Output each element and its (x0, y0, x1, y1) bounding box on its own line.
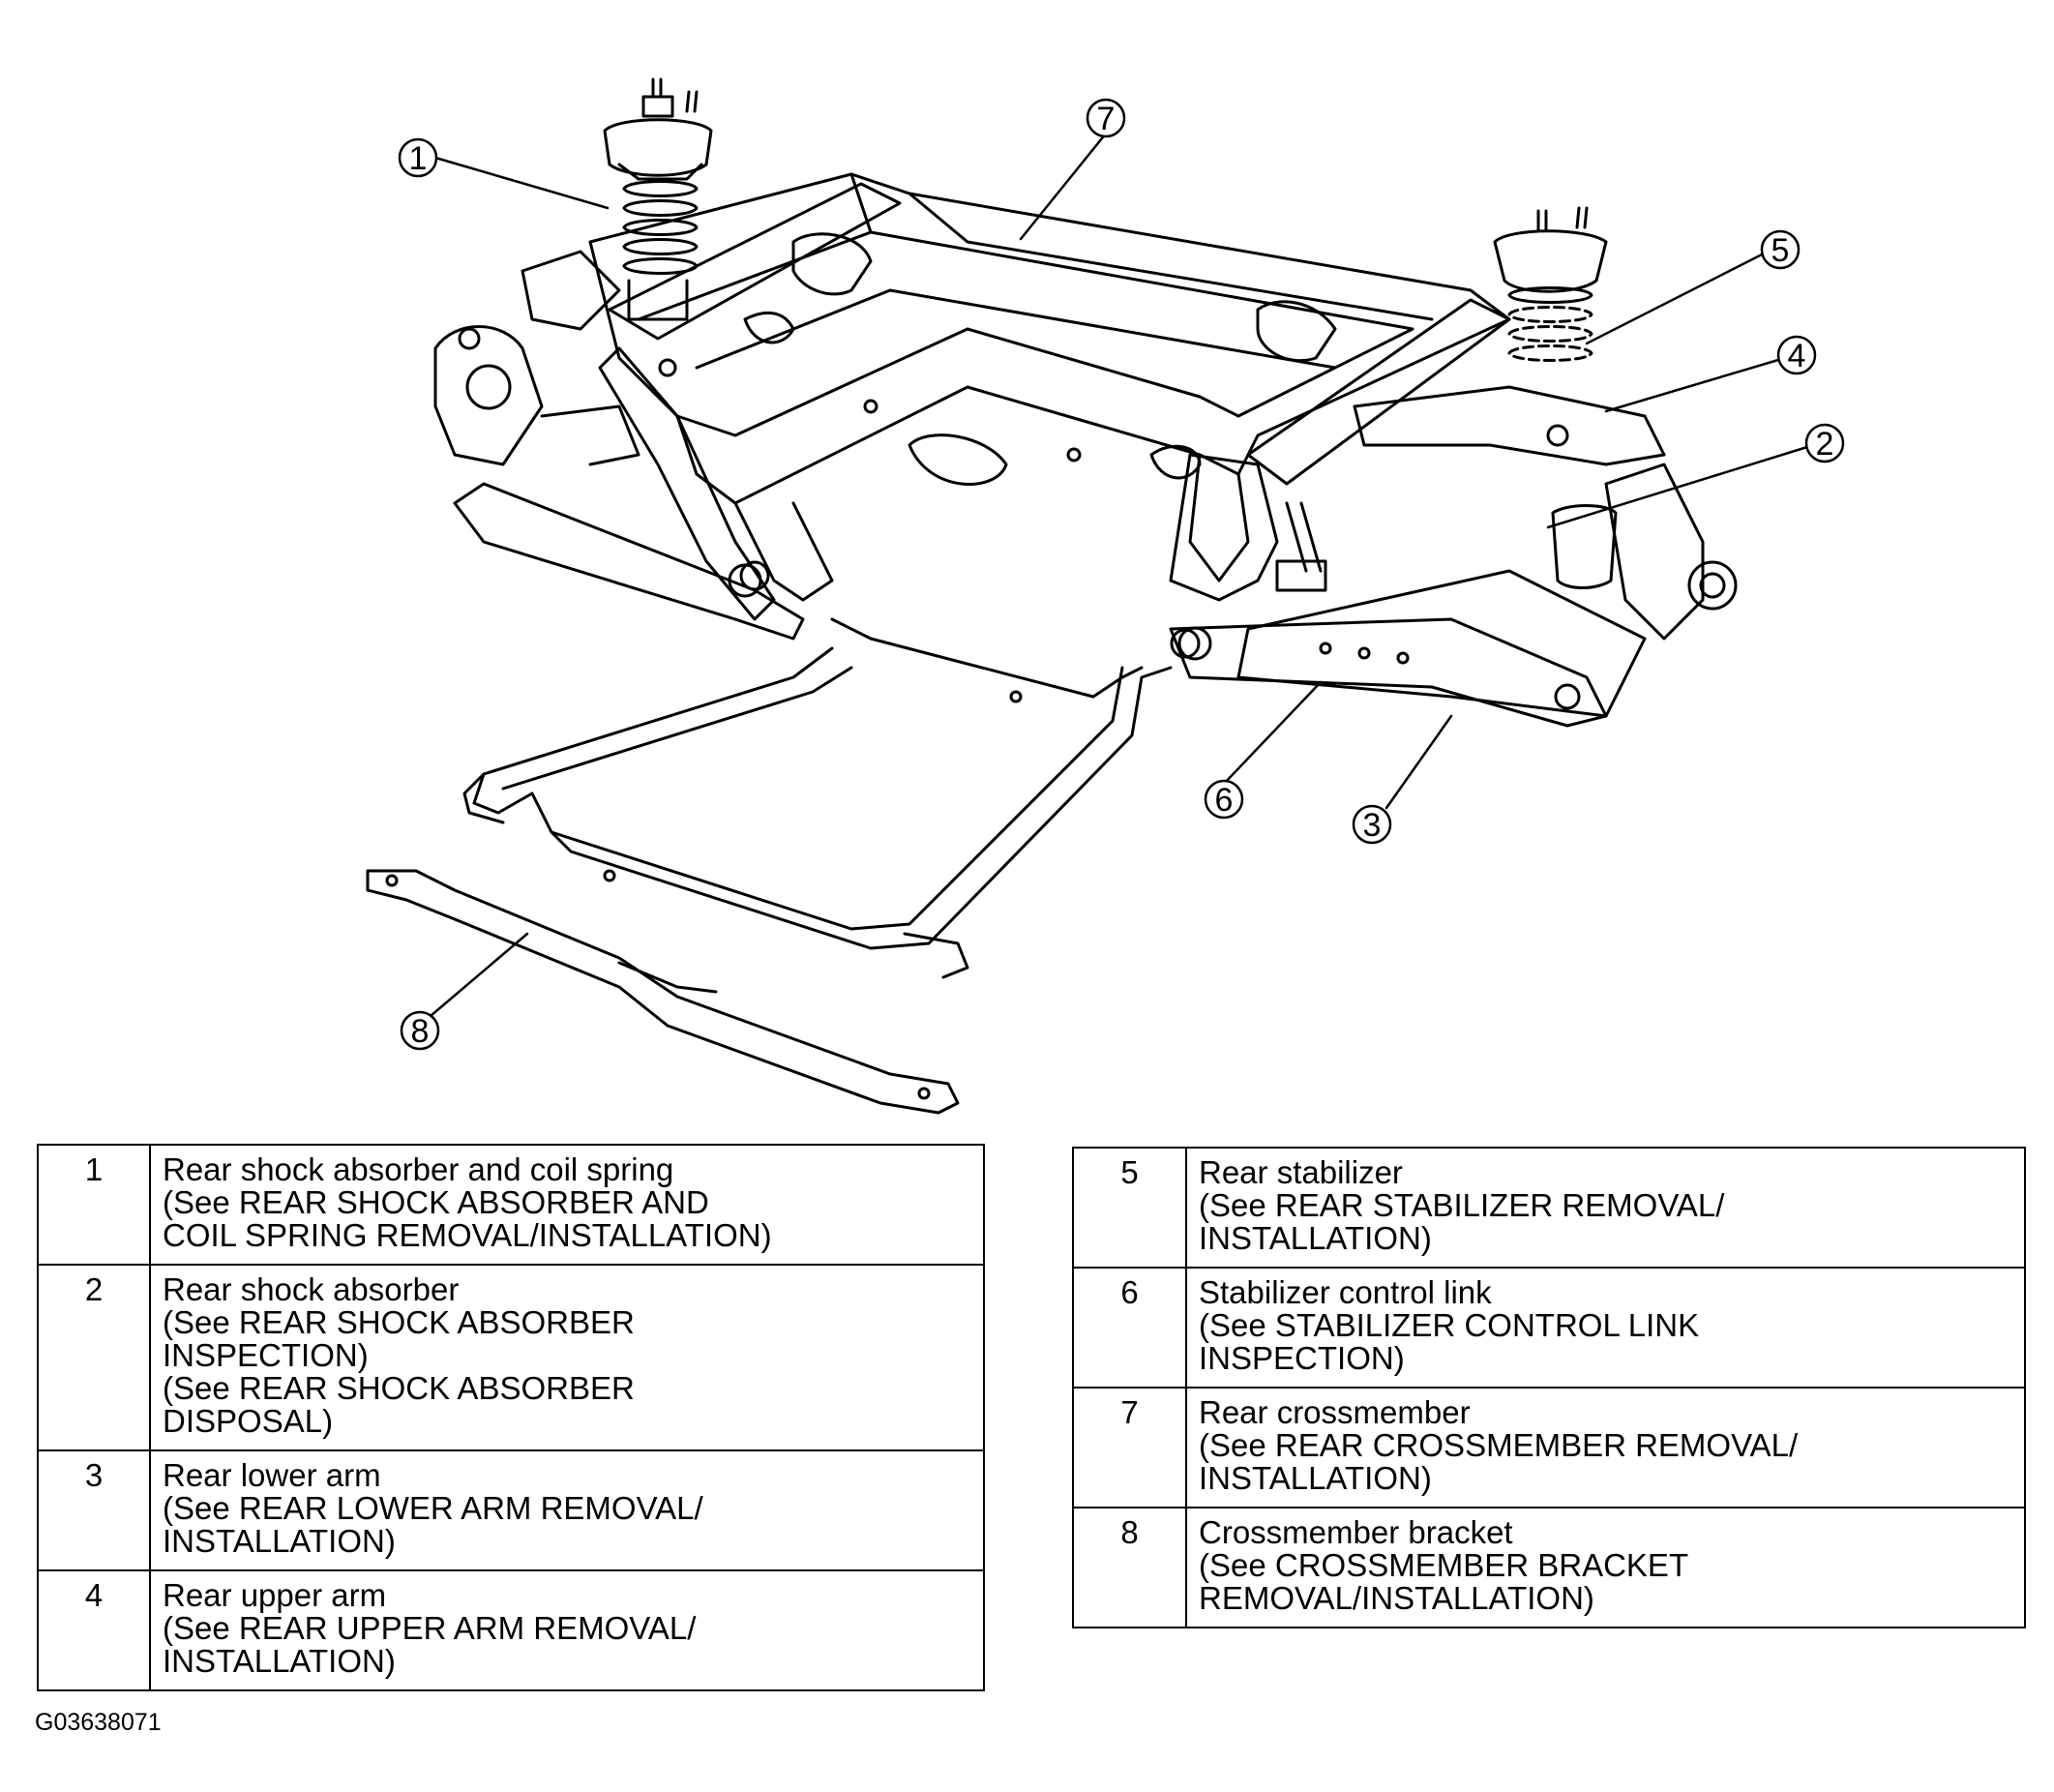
callout-3: 3 (1352, 804, 1392, 845)
callout-7-label: 7 (1097, 101, 1116, 137)
part-description-line: Rear stabilizer (1199, 1154, 1403, 1190)
rear-lower-arm (1236, 569, 1647, 718)
part-description-line: (See CROSSMEMBER BRACKET (1199, 1547, 1689, 1583)
rear-stabilizer-bar (462, 617, 1173, 979)
part-description-line: REMOVAL/INSTALLATION) (1199, 1580, 1594, 1616)
part-description-line: (See REAR UPPER ARM REMOVAL/ (163, 1610, 697, 1646)
part-description-line: Rear lower arm (163, 1457, 381, 1493)
part-description-line: Rear shock absorber (163, 1271, 460, 1307)
part-description-line: INSTALLATION) (1199, 1220, 1432, 1256)
part-description: Rear lower arm(See REAR LOWER ARM REMOVA… (149, 1449, 985, 1571)
rear-upper-arm (1353, 385, 1666, 466)
callout-4-label: 4 (1788, 338, 1806, 374)
part-description-line: DISPOSAL) (163, 1403, 334, 1439)
callout-1-label: 1 (409, 140, 428, 177)
callout-3-label: 3 (1363, 807, 1382, 844)
callout-6-label: 6 (1215, 782, 1234, 819)
part-number: 2 (37, 1264, 151, 1451)
callout-7: 7 (1086, 98, 1126, 138)
rear-crossmember (588, 172, 1511, 659)
right-shock-absorber (1493, 206, 1618, 589)
rear-shock-absorber-and-coil-spring (603, 77, 713, 321)
left-knuckle (433, 250, 640, 466)
part-number: 1 (37, 1144, 151, 1266)
callout-2-label: 2 (1816, 426, 1834, 463)
suspension-exploded-drawing: 1 7 5 4 2 6 3 8 (366, 77, 1845, 1115)
part-description-line: INSTALLATION) (1199, 1460, 1432, 1496)
callout-8-label: 8 (411, 1013, 430, 1050)
right-side-rail (1169, 298, 1608, 728)
part-number: 4 (37, 1569, 151, 1691)
part-description-line: Rear crossmember (1199, 1394, 1471, 1430)
part-number: 5 (1072, 1147, 1187, 1269)
part-number: 7 (1072, 1387, 1187, 1508)
crossmember-bracket (366, 869, 960, 1115)
part-description: Rear shock absorber and coil spring(See … (149, 1144, 985, 1266)
figure-code: G03638071 (35, 1709, 162, 1736)
part-description-line: INSPECTION) (163, 1337, 369, 1373)
left-side-rail (453, 182, 902, 641)
part-description-line: (See REAR SHOCK ABSORBER (163, 1370, 635, 1406)
leader-lines (429, 132, 1809, 1018)
part-number: 6 (1072, 1267, 1187, 1389)
right-knuckle (1604, 463, 1738, 641)
part-description-line: COIL SPRING REMOVAL/INSTALLATION) (163, 1217, 772, 1253)
part-description-line: (See REAR LOWER ARM REMOVAL/ (163, 1490, 703, 1526)
callout-1: 1 (398, 137, 438, 178)
part-description-line: INSPECTION) (1199, 1340, 1405, 1376)
part-description: Stabilizer control link(See STABILIZER C… (1185, 1267, 2026, 1389)
part-description-line: Rear shock absorber and coil spring (163, 1151, 674, 1187)
part-number: 3 (37, 1449, 151, 1571)
callout-6: 6 (1204, 779, 1244, 820)
part-description-line: (See REAR SHOCK ABSORBER AND (163, 1184, 709, 1220)
callout-2: 2 (1804, 423, 1845, 463)
part-description-line: (See REAR STABILIZER REMOVAL/ (1199, 1187, 1725, 1223)
part-description-line: (See REAR CROSSMEMBER REMOVAL/ (1199, 1427, 1799, 1463)
part-description: Rear upper arm(See REAR UPPER ARM REMOVA… (149, 1569, 985, 1691)
part-description: Rear crossmember(See REAR CROSSMEMBER RE… (1185, 1387, 2026, 1508)
callout-4: 4 (1776, 335, 1817, 375)
stabilizer-control-link (1275, 501, 1327, 592)
callout-8: 8 (400, 1010, 440, 1051)
callout-5-label: 5 (1771, 232, 1790, 269)
callout-5: 5 (1760, 229, 1801, 270)
part-description-line: INSTALLATION) (163, 1643, 396, 1679)
part-description-line: INSTALLATION) (163, 1523, 396, 1559)
part-description-line: Rear upper arm (163, 1577, 387, 1613)
part-description-line: Crossmember bracket (1199, 1514, 1513, 1550)
part-description: Rear shock absorber(See REAR SHOCK ABSOR… (149, 1264, 985, 1451)
part-description: Rear stabilizer(See REAR STABILIZER REMO… (1185, 1147, 2026, 1269)
part-description-line: Stabilizer control link (1199, 1274, 1492, 1310)
part-description-line: (See STABILIZER CONTROL LINK (1199, 1307, 1700, 1343)
part-description-line: (See REAR SHOCK ABSORBER (163, 1304, 635, 1340)
part-number: 8 (1072, 1507, 1187, 1628)
part-description: Crossmember bracket(See CROSSMEMBER BRAC… (1185, 1507, 2026, 1628)
